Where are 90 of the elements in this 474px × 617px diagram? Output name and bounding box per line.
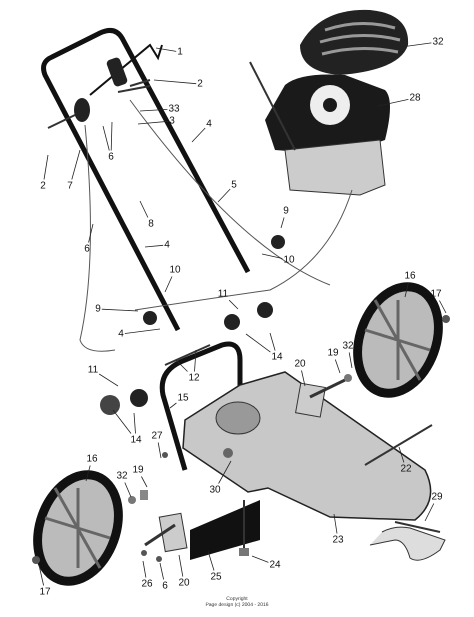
callout-number: 32	[342, 340, 354, 352]
callout-number: 29	[431, 492, 443, 502]
leader-line	[439, 300, 446, 314]
leader-line	[348, 352, 352, 368]
leader-line	[88, 224, 94, 243]
leader-line	[140, 109, 168, 112]
leader-line	[170, 402, 177, 408]
leader-line	[112, 410, 132, 434]
leader-line	[138, 120, 169, 124]
callout-number: 16	[86, 454, 98, 464]
callout-number: 12	[188, 372, 200, 384]
callout-number: 6	[162, 580, 168, 592]
leader-line	[262, 254, 283, 259]
callout-number: 10	[169, 264, 181, 276]
callout-number: 11	[88, 364, 98, 376]
callout-number: 15	[177, 392, 189, 404]
leader-line	[194, 350, 196, 372]
callout-number: 32	[116, 470, 128, 482]
leader-line	[252, 556, 269, 563]
callout-number: 22	[400, 464, 412, 474]
callout-number: 19	[327, 348, 339, 358]
leader-line	[102, 126, 110, 151]
callout-number: 26	[141, 578, 153, 590]
callout-number: 28	[409, 92, 421, 104]
leader-line	[192, 128, 206, 142]
leader-line	[270, 332, 276, 351]
callout-number: 32	[432, 36, 444, 48]
callout-number: 17	[39, 586, 51, 598]
leader-line	[134, 412, 136, 434]
leader-line	[404, 282, 409, 298]
callout-number: 10	[283, 254, 295, 266]
callout-number: 4	[164, 240, 170, 250]
callout-number: 16	[404, 270, 416, 282]
callout-number: 9	[283, 206, 289, 216]
leader-line	[176, 360, 188, 372]
leader-line	[71, 150, 80, 180]
leader-line	[218, 188, 231, 202]
leader-line	[98, 374, 118, 386]
callout-number: 9	[95, 304, 101, 314]
leader-line	[154, 80, 197, 84]
callout-number: 23	[332, 534, 344, 546]
leader-line	[44, 154, 48, 180]
leader-line	[101, 308, 138, 312]
leader-line	[124, 482, 132, 498]
leader-line	[158, 442, 162, 458]
callout-number: 4	[118, 328, 124, 340]
callout-number: 33	[168, 104, 180, 114]
callout-number: 1	[177, 46, 183, 58]
callout-number: 6	[108, 152, 114, 162]
leader-line	[86, 465, 91, 482]
leader-line	[38, 564, 44, 586]
callout-number: 3	[169, 116, 175, 126]
callout-number: 7	[67, 180, 73, 192]
leader-line	[334, 514, 338, 534]
callout-number: 2	[40, 180, 46, 192]
leader-line	[156, 48, 177, 52]
leader-line	[398, 446, 404, 463]
leader-line	[141, 476, 148, 488]
leader-line	[246, 334, 271, 352]
callout-number: 4	[206, 118, 212, 130]
leader-line	[124, 328, 160, 334]
callout-number: 5	[231, 180, 237, 190]
leader-line	[164, 276, 172, 292]
callout-number: 14	[130, 434, 142, 446]
callout-number: 2	[197, 78, 203, 90]
leader-line	[140, 200, 148, 218]
leader-line	[178, 554, 184, 577]
leader-line	[334, 359, 340, 374]
leader-line	[160, 562, 164, 580]
callout-number: 25	[210, 572, 222, 582]
callout-number: 27	[151, 430, 163, 442]
leader-line	[218, 460, 232, 484]
callout-number: 14	[271, 352, 283, 362]
callout-number: 19	[132, 464, 144, 476]
callout-number: 11	[218, 288, 228, 300]
leader-line	[301, 370, 306, 386]
callout-number: 8	[148, 218, 154, 230]
leader-line	[378, 99, 409, 106]
callout-number: 20	[178, 578, 190, 588]
leader-line	[110, 122, 112, 151]
callout-number: 30	[209, 484, 221, 496]
leader-line	[208, 550, 214, 571]
callout-number: 6	[84, 244, 90, 254]
leader-line	[144, 244, 164, 248]
callout-number: 24	[269, 560, 281, 570]
leader-line	[424, 503, 434, 522]
callout-number: 20	[294, 358, 306, 370]
leader-line	[142, 560, 146, 578]
leader-line	[228, 300, 238, 310]
leader-line	[280, 217, 284, 228]
